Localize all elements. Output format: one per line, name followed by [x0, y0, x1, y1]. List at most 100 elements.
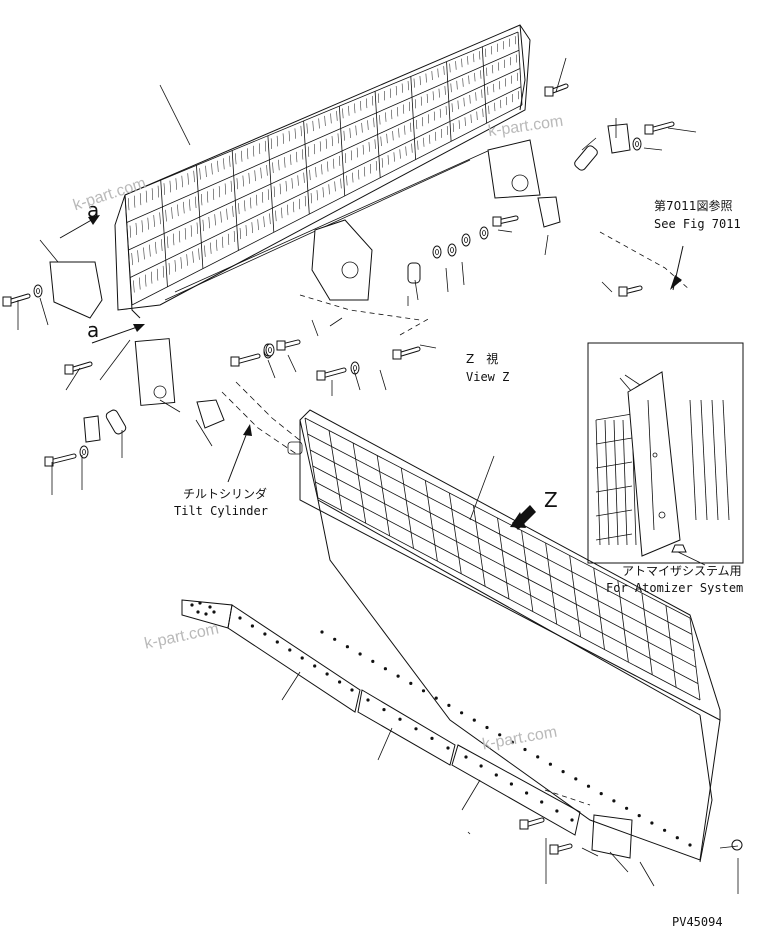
grille-slat — [251, 222, 253, 234]
grille-slat — [366, 98, 368, 109]
grille-slat — [375, 161, 377, 171]
bolt-hole — [421, 689, 426, 693]
grille-slat — [193, 170, 195, 183]
bolt-hole — [382, 708, 386, 712]
bolt-head — [544, 86, 554, 97]
grille-slat — [381, 158, 383, 168]
leader-line — [609, 851, 629, 873]
grille-slat — [297, 175, 299, 186]
grille-slat — [306, 123, 308, 134]
washer — [432, 245, 442, 259]
grille-bar — [400, 467, 414, 549]
bolt-hole — [325, 672, 329, 676]
leader-line — [581, 847, 599, 857]
grille-slat — [438, 88, 440, 98]
bolt-hole — [198, 601, 202, 605]
atomizer-label-jp: アトマイザシステム用 — [622, 564, 742, 578]
grille-slat — [239, 228, 241, 239]
grille-slat — [157, 185, 160, 198]
grille-slat — [184, 228, 187, 240]
bolt-hole — [574, 777, 578, 781]
bolt-hole — [447, 703, 451, 708]
tilt-cylinder-label-en: Tilt Cylinder — [174, 504, 268, 518]
leader-line — [267, 359, 276, 379]
bolt-hole — [398, 717, 402, 721]
leader-line — [639, 861, 655, 887]
grille-slat — [250, 197, 252, 209]
grille-bar — [700, 399, 708, 521]
detail-a-marker-bottom: a — [87, 318, 100, 342]
bolt-hole — [498, 733, 502, 737]
grille-slat — [358, 169, 360, 180]
leader-line — [555, 57, 567, 93]
grille-bar — [595, 533, 633, 541]
cutting-edges — [181, 599, 692, 859]
leader-lines — [17, 57, 739, 894]
grille-bar — [130, 86, 522, 278]
grille-bar — [595, 461, 633, 469]
grille-slat — [331, 136, 333, 147]
bolt-hole — [464, 755, 468, 759]
bolt-hole — [650, 821, 654, 825]
grille-slat — [212, 188, 215, 200]
leader-line — [461, 779, 481, 811]
grille-slat — [324, 115, 326, 126]
grille-bar — [665, 605, 677, 688]
grille-slat — [161, 239, 163, 251]
leader-line — [311, 319, 319, 337]
grille-slat — [224, 183, 226, 195]
grille-bar — [310, 449, 695, 652]
washer — [79, 445, 89, 459]
grille-slat — [139, 277, 141, 290]
bolt-hole — [275, 640, 279, 644]
grille-slat — [346, 175, 348, 186]
grille-slat — [334, 181, 336, 192]
grille-slat — [343, 130, 345, 141]
grille-slat — [300, 125, 302, 137]
grille-slat — [336, 110, 338, 121]
grille-slat — [131, 252, 133, 266]
grille-slat — [149, 244, 151, 257]
grille-slat — [216, 239, 218, 251]
bolt-hole — [509, 782, 513, 786]
grille-bar — [604, 419, 610, 546]
bolt-hole — [525, 791, 529, 795]
grille-slat — [183, 201, 185, 214]
leader-line — [667, 127, 697, 133]
grille-bar — [722, 399, 730, 521]
detail-view-z-inset — [587, 342, 744, 566]
grille-slat — [218, 186, 221, 198]
bolt-hole — [637, 814, 641, 818]
grille-slat — [244, 200, 246, 212]
grille-slat — [291, 178, 293, 189]
grille-slat — [143, 247, 145, 260]
grille-bar — [521, 530, 534, 612]
grille-slat — [399, 149, 401, 159]
grille-slat — [171, 207, 173, 219]
grille-slat — [398, 128, 400, 138]
grille-slat — [392, 131, 394, 141]
leader-line — [65, 367, 81, 391]
reference-label-en: See Fig 7011 — [654, 217, 741, 231]
grille-slat — [309, 169, 311, 181]
grille-slat — [385, 112, 387, 122]
upper-blade-grille — [114, 24, 531, 319]
grille-slat — [362, 144, 364, 155]
leader-line — [39, 297, 49, 326]
bolt-hole — [320, 630, 324, 634]
grille-slat — [202, 219, 204, 232]
bolt-core — [48, 454, 76, 464]
grille-slat — [369, 163, 372, 174]
grille-slat — [139, 193, 142, 206]
grille-slat — [303, 172, 305, 183]
grille-slat — [137, 250, 139, 263]
leader-line — [581, 137, 597, 151]
grille-slat — [278, 159, 280, 171]
grille-bar — [131, 104, 523, 306]
washer-hole — [635, 141, 639, 147]
leader-line — [377, 727, 393, 761]
washer — [632, 137, 642, 151]
washer-hole — [450, 247, 454, 253]
grille-slat — [279, 183, 281, 195]
grille-slat — [360, 100, 362, 111]
